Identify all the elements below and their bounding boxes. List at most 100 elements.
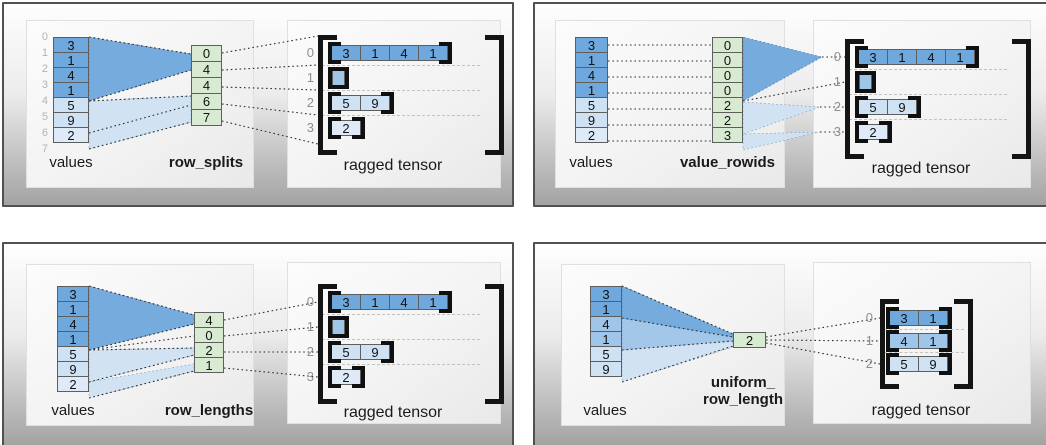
- ragged-row: 3 1 4 1: [328, 42, 452, 64]
- values-column: 3 1 4 1 5 9 2: [575, 37, 608, 143]
- values-cell: 4: [57, 316, 89, 332]
- row-index: 3: [306, 369, 314, 384]
- ragged-row: 3 1 4 1: [855, 46, 979, 68]
- row-index: 2: [306, 344, 314, 359]
- values-column: 3 1 4 1 5 9 2: [57, 286, 89, 392]
- boundary-index: 4: [41, 95, 48, 107]
- big-bracket-left: [318, 284, 337, 404]
- row-splits-cell: 6: [191, 93, 222, 110]
- row-lengths-cell: 2: [194, 342, 224, 358]
- bracket-right-icon: [352, 366, 365, 388]
- values-cell: 9: [57, 361, 89, 377]
- value-rowids-cell: 2: [712, 97, 743, 113]
- values-cell: 2: [575, 127, 608, 143]
- values-cell: 4: [575, 67, 608, 83]
- bracket-right-icon: [908, 96, 921, 118]
- ragged-cell: 1: [945, 49, 975, 65]
- ragged-cell: 1: [418, 45, 448, 61]
- connector-overlay: [88, 35, 319, 150]
- panel-value-rowids: 3 1 4 1 5 9 2 0 0 0 0 2 2 3 values value…: [533, 2, 1046, 207]
- ragged-row-empty: [328, 316, 349, 338]
- panel-uniform-row-length: 3 1 4 1 5 9 2 values uniform_ row_length…: [533, 242, 1046, 445]
- bracket-left-icon: [855, 46, 868, 68]
- bracket-left-icon: [328, 316, 341, 338]
- values-cell: 9: [575, 112, 608, 128]
- values-cell: 1: [575, 82, 608, 98]
- row-separator: [322, 314, 480, 315]
- values-cell: 9: [53, 112, 89, 128]
- big-bracket-right: [1012, 39, 1031, 159]
- values-cell: 1: [57, 331, 89, 347]
- values-cell: 1: [57, 301, 89, 317]
- param-label: uniform_ row_length: [702, 374, 783, 408]
- ragged-cell: 1: [887, 49, 917, 65]
- bracket-right-icon: [381, 341, 394, 363]
- row-lengths-cell: 0: [194, 327, 224, 343]
- value-rowids-cell: 0: [712, 67, 743, 83]
- ragged-row: 5 9: [328, 92, 394, 114]
- row-separator: [849, 94, 1007, 95]
- bracket-left-icon: [886, 307, 899, 329]
- row-separator: [322, 65, 480, 66]
- values-cell: 3: [590, 286, 622, 302]
- values-cell: 4: [590, 316, 622, 332]
- bracket-left-icon: [855, 96, 868, 118]
- values-cell: 3: [57, 286, 89, 302]
- ragged-cell: 1: [360, 294, 390, 310]
- bracket-right-icon: [939, 353, 952, 375]
- boundary-index: 3: [41, 79, 48, 91]
- param-label: row_lengths: [164, 402, 254, 419]
- row-lengths-cell: 1: [194, 357, 224, 373]
- big-bracket-right: [485, 284, 504, 404]
- row-index: 1: [306, 70, 314, 85]
- panel-row-lengths: 3 1 4 1 5 9 2 4 0 2 1 values row_lengths…: [2, 242, 514, 445]
- ragged-cell: 9: [360, 344, 390, 360]
- connector-overlay: [621, 285, 881, 383]
- ragged-row: 3 1: [886, 307, 952, 329]
- row-separator: [884, 329, 964, 330]
- bracket-left-icon: [328, 67, 341, 89]
- ragged-cell: 4: [389, 294, 419, 310]
- ragged-cell: 4: [916, 49, 946, 65]
- big-bracket-left: [845, 39, 864, 159]
- boundary-index: 6: [41, 127, 48, 139]
- row-separator: [322, 364, 480, 365]
- value-rowids-cell: 2: [712, 112, 743, 128]
- row-separator: [849, 69, 1007, 70]
- row-index: 3: [833, 124, 841, 139]
- connector-overlay: [608, 36, 846, 151]
- ragged-row: 3 1 4 1: [328, 291, 452, 313]
- bracket-left-icon: [328, 341, 341, 363]
- bracket-left-icon: [328, 117, 341, 139]
- value-rowids-cell: 3: [712, 127, 743, 143]
- row-index: 0: [833, 49, 841, 64]
- bracket-right-icon: [879, 121, 892, 143]
- param-label: value_rowids: [679, 154, 776, 171]
- values-cell: 1: [53, 82, 89, 98]
- boundary-index: 7: [41, 143, 48, 155]
- values-cell: 5: [53, 97, 89, 113]
- ragged-tensor-label: ragged tensor: [343, 404, 443, 421]
- bracket-left-icon: [855, 121, 868, 143]
- ragged-row: 5 9: [855, 96, 921, 118]
- bracket-left-icon: [886, 353, 899, 375]
- values-cell: 1: [590, 331, 622, 347]
- row-lengths-column: 4 0 2 1: [194, 312, 224, 373]
- row-splits-cell: 7: [191, 109, 222, 126]
- values-cell: 5: [57, 346, 89, 362]
- bracket-left-icon: [328, 366, 341, 388]
- row-separator: [884, 352, 964, 353]
- ragged-row: 4 1: [886, 330, 952, 352]
- ragged-cell: 1: [418, 294, 448, 310]
- big-bracket-right: [485, 35, 504, 155]
- row-index: 2: [306, 95, 314, 110]
- bracket-left-icon: [855, 71, 868, 93]
- values-cell: 3: [53, 37, 89, 53]
- row-separator: [322, 115, 480, 116]
- value-rowids-cell: 0: [712, 37, 743, 53]
- values-label: values: [51, 402, 95, 419]
- ragged-cell: 9: [887, 99, 917, 115]
- row-splits-cell: 0: [191, 45, 222, 62]
- ragged-cell: 1: [918, 333, 948, 349]
